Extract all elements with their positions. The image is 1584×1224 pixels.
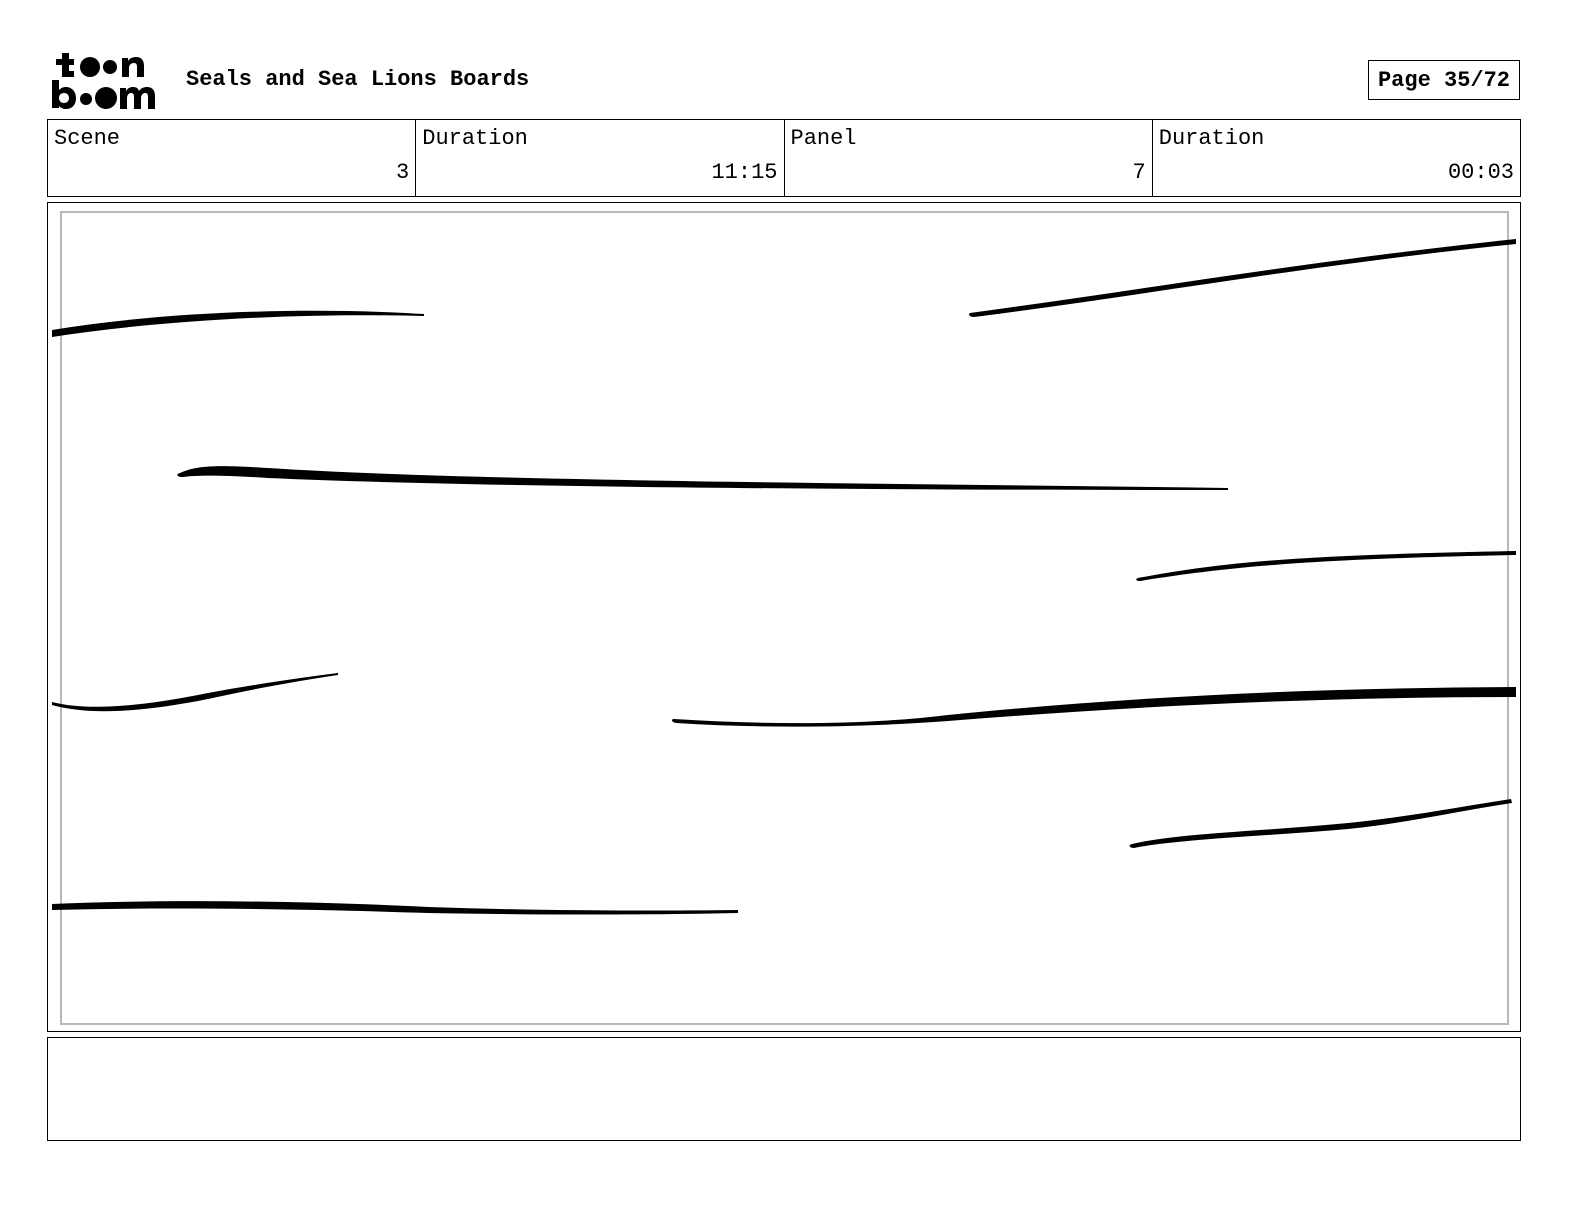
sketch-stroke-1 (52, 310, 424, 337)
panel-info-table: Scene 3 Duration 11:15 Panel 7 Duration … (47, 119, 1521, 197)
scene-cell: Scene 3 (48, 120, 417, 196)
panel-value: 7 (1132, 160, 1146, 185)
logo-bottom-row (52, 80, 155, 109)
sketch-stroke-5 (52, 673, 338, 712)
scene-value: 3 (396, 160, 410, 185)
page-indicator: Page 35/72 (1368, 60, 1520, 100)
toon-boom-logo-icon (52, 53, 155, 109)
panel-duration-value: 00:03 (1447, 160, 1514, 185)
safe-area-frame (60, 211, 1509, 1025)
panel-drawing (52, 239, 1516, 915)
sketch-stroke-7 (1129, 799, 1512, 848)
storyboard-panel (47, 202, 1521, 1032)
sketch-stroke-4 (1136, 551, 1516, 581)
scene-duration-value: 11:15 (711, 160, 778, 185)
panel-duration-label: Duration (1158, 126, 1265, 151)
logo-top-row (56, 53, 144, 77)
sketch-stroke-6 (671, 687, 1516, 727)
sketch-stroke-8 (52, 901, 738, 915)
scene-label: Scene (54, 126, 121, 151)
page-indicator-label: Page 35/72 (1377, 67, 1511, 93)
sketch-stroke-3 (177, 466, 1228, 490)
panel-duration-cell: Duration 00:03 (1153, 120, 1520, 196)
scene-duration-label: Duration (422, 126, 528, 151)
board-title: Seals and Sea Lions Boards (186, 67, 530, 92)
panel-notes-box (47, 1037, 1521, 1141)
panel-label: Panel (790, 126, 857, 151)
scene-duration-cell: Duration 11:15 (416, 120, 785, 196)
toon-boom-logo (50, 50, 162, 112)
sketch-stroke-2 (969, 239, 1516, 317)
panel-cell: Panel 7 (785, 120, 1153, 196)
